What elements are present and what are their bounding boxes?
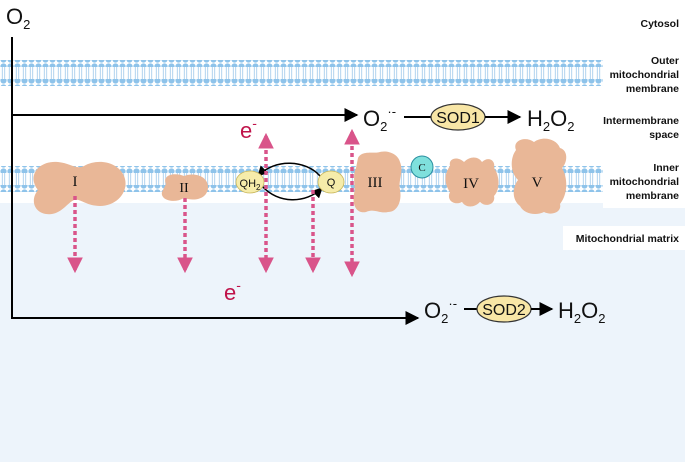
inner-membrane-label-3: membrane [626, 190, 679, 202]
label-panel-inner [603, 156, 685, 208]
label-panel-intermembrane [603, 106, 685, 150]
electron-arrows [67, 128, 360, 278]
electron-label-matrix: e- [224, 277, 241, 305]
q-node [317, 170, 345, 194]
outer-membrane [0, 60, 603, 86]
inner-membrane-label-1: Inner [653, 162, 679, 174]
matrix-label: Mitochondrial matrix [576, 233, 679, 245]
oxygen-label: O2 [6, 4, 30, 32]
complex-iii-shape [353, 151, 402, 213]
h2o2-matrix: H2O2 [558, 298, 605, 326]
complex-v-shape [511, 138, 567, 214]
sod2-label: SOD2 [482, 302, 526, 319]
intermembrane-label-2: space [649, 129, 679, 141]
complex-ii-label: II [179, 181, 189, 196]
q-label: Q [327, 177, 336, 189]
outer-membrane-label-2: mitochondrial [610, 69, 680, 81]
complex-iv-shape [445, 157, 499, 207]
outer-membrane-label-3: membrane [626, 83, 679, 95]
complex-iii-label: III [368, 175, 383, 191]
electron-label-ims: e- [240, 115, 257, 143]
intermembrane-label-1: Intermembrane [603, 115, 679, 127]
label-panel-matrix [563, 226, 685, 250]
complex-iv-label: IV [463, 176, 479, 192]
cytochrome-c-label: C [418, 162, 425, 174]
complex-i-shape [33, 161, 126, 215]
cytosol-label: Cytosol [640, 18, 679, 30]
h2o2-ims: H2O2 [527, 106, 574, 134]
outer-membrane-label-1: Outer [651, 55, 679, 67]
superoxide-ims: O2·- [363, 104, 396, 134]
complex-v-label: V [532, 175, 543, 191]
superoxide-matrix: O2·- [424, 296, 457, 326]
label-panel-cytosol [603, 5, 685, 43]
complex-ii-shape [161, 174, 208, 201]
cytochrome-c [410, 155, 434, 179]
sod1-label: SOD1 [436, 110, 480, 127]
label-panel-outer [603, 52, 685, 100]
inner-membrane-label-2: mitochondrial [610, 176, 680, 188]
complex-i-label: I [73, 174, 78, 190]
